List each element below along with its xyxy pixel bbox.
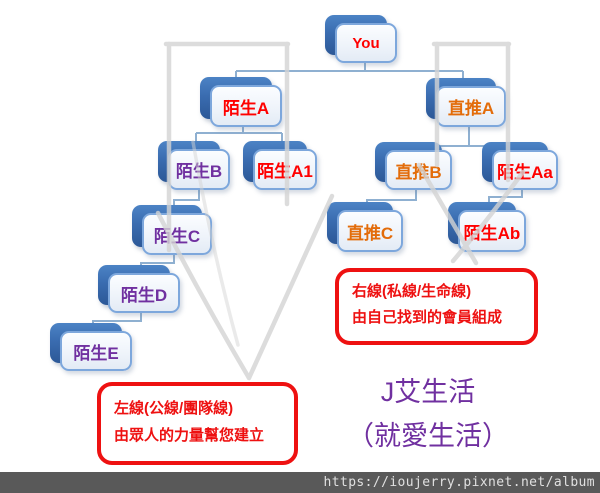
footer-url-text: https://ioujerry.pixnet.net/album (323, 475, 595, 490)
org-node-mosheng-ab: 陌生Ab (448, 202, 526, 252)
right-line-annotation-line2: 由自己找到的會員組成 (352, 309, 503, 326)
card-face: 陌生D (108, 273, 180, 313)
brand-name-line1: J艾生活 (380, 377, 476, 407)
left-line-annotation-line1: 左線(公線/團隊線) (114, 400, 234, 417)
node-label: 陌生A (222, 98, 270, 118)
org-node-zhitui-b: 直推B (375, 142, 452, 190)
org-node-mosheng-e: 陌生E (50, 323, 132, 371)
card-face: 陌生A1 (253, 149, 317, 190)
node-label: 直推B (395, 162, 442, 182)
right-line-annotation-line1: 右線(私線/生命線) (352, 283, 472, 300)
left-arrow-v-right (246, 193, 335, 381)
card-face: 直推C (337, 210, 403, 252)
org-node-zhitui-c: 直推C (327, 202, 403, 252)
card-face: 陌生E (60, 331, 132, 371)
card-face: 直推A (436, 86, 506, 127)
node-label: 陌生B (175, 162, 223, 181)
footer-url-bar: https://ioujerry.pixnet.net/album (0, 472, 600, 493)
card-face: 直推B (385, 150, 452, 190)
node-label: 直推A (447, 99, 495, 118)
org-node-mosheng-a1: 陌生A1 (243, 141, 317, 190)
org-node-you: You (325, 15, 397, 63)
card-face: You (335, 23, 397, 63)
card-face: 陌生Ab (458, 210, 526, 252)
node-label: 直推C (346, 223, 394, 243)
left-line-annotation-box: 左線(公線/團隊線) 由眾人的力量幫您建立 (97, 382, 298, 465)
org-node-mosheng-d: 陌生D (98, 265, 180, 313)
card-face: 陌生B (168, 149, 230, 190)
card-face: 陌生A (210, 85, 282, 127)
card-face: 陌生C (142, 213, 212, 255)
org-node-zhitui-a: 直推A (426, 78, 506, 127)
org-node-mosheng-c: 陌生C (132, 205, 212, 255)
node-label: 陌生D (120, 285, 168, 305)
right-line-annotation-box: 右線(私線/生命線) 由自己找到的會員組成 (335, 268, 538, 345)
node-label: 陌生E (73, 343, 119, 363)
left-line-annotation-line2: 由眾人的力量幫您建立 (114, 427, 265, 444)
node-label: 陌生A1 (257, 162, 313, 181)
org-node-mosheng-b: 陌生B (158, 141, 230, 190)
org-node-mosheng-aa: 陌生Aa (482, 142, 558, 190)
brand-name-line2: （就愛生活） (347, 421, 509, 451)
node-label: 陌生Ab (463, 223, 521, 243)
node-label: You (352, 34, 380, 52)
node-label: 陌生Aa (497, 162, 553, 182)
card-face: 陌生Aa (492, 150, 558, 190)
node-label: 陌生C (153, 226, 201, 246)
org-node-mosheng-a: 陌生A (200, 77, 282, 127)
